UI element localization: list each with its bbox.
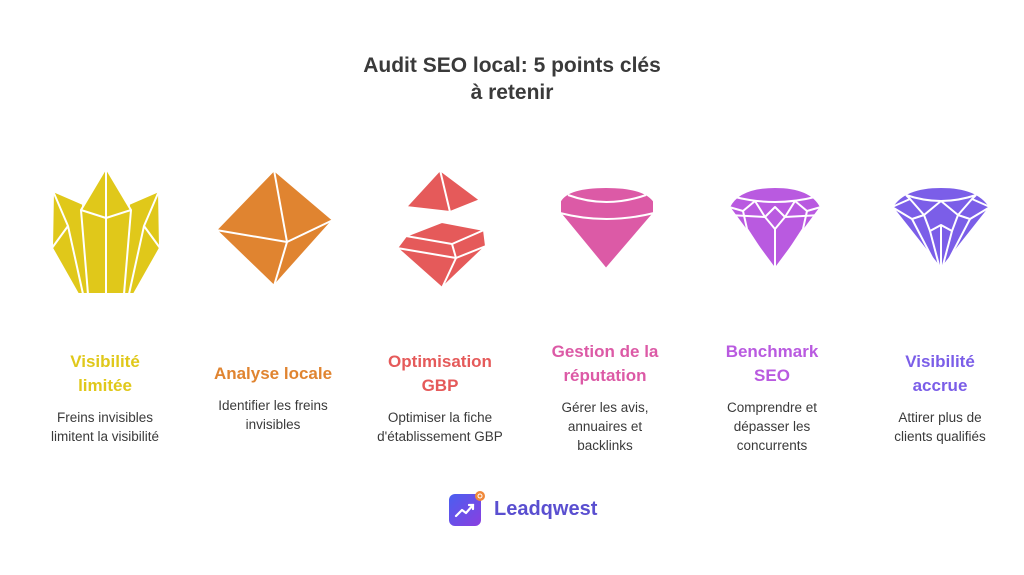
step-description: Optimiser la fiche d'établissement GBP xyxy=(377,408,503,446)
step-gestion-reputation: Gestion de la réputation Gérer les avis, a… xyxy=(525,335,685,460)
step-title-line: Optimisation xyxy=(388,351,492,371)
step-description: Freins invisibles limitent la visibilité xyxy=(51,408,159,446)
step-description: Gérer les avis, annuaires et backlinks xyxy=(561,398,648,455)
split-gem-icon xyxy=(396,169,487,289)
desc-line: dépasser les xyxy=(733,419,811,434)
page-title: Audit SEO local: 5 points clés à retenir xyxy=(0,52,1024,106)
title-line: Audit SEO local: 5 points clés xyxy=(363,54,661,77)
desc-line: Comprendre et xyxy=(726,400,818,415)
step-title: Gestion de la réputation xyxy=(552,340,659,388)
step-title-line: Gestion de la xyxy=(551,342,659,361)
crystal-cluster-icon xyxy=(51,167,161,295)
desc-line: concurrents xyxy=(736,438,808,453)
step-description: Identifier les freins invisibles xyxy=(218,396,328,434)
faceted-gem-icon xyxy=(728,186,822,270)
desc-line: backlinks xyxy=(577,438,633,453)
step-title: Analyse locale xyxy=(214,362,332,386)
step-title-line: Visibilité xyxy=(905,351,975,371)
step-title-line: limitée xyxy=(78,375,132,395)
brand-name: Leadqwest xyxy=(494,497,598,520)
step-title-line: accrue xyxy=(912,375,968,395)
brilliant-diamond-icon xyxy=(891,186,991,270)
desc-line: limitent la visibilité xyxy=(50,428,160,444)
step-description: Comprendre et dépasser les concurrents xyxy=(727,398,817,455)
desc-line: invisibles xyxy=(245,416,301,432)
desc-line: Attirer plus de xyxy=(898,409,982,425)
step-title: Visibilité accrue xyxy=(905,350,975,398)
step-title-line: Benchmark xyxy=(725,342,819,361)
desc-line: d'établissement GBP xyxy=(377,428,503,444)
step-visibilite-accrue: Visibilité accrue Attirer plus de clients … xyxy=(860,335,1020,460)
octahedron-icon xyxy=(215,169,334,287)
desc-line: Freins invisibles xyxy=(56,409,153,425)
desc-line: Optimiser la fiche xyxy=(387,409,493,425)
title-line: à retenir xyxy=(470,81,554,104)
step-title-line: Visibilité xyxy=(70,351,140,371)
desc-line: annuaires et xyxy=(567,419,643,434)
step-analyse-locale: Analyse locale Identifier les freins invi… xyxy=(193,335,353,460)
step-title-line: Analyse locale xyxy=(213,363,333,383)
step-description: Attirer plus de clients qualifiés xyxy=(894,408,986,446)
desc-line: Identifier les freins xyxy=(218,397,328,413)
brand-logo: Leadqwest xyxy=(448,490,597,528)
step-visibilite-limitee: Visibilité limitée Freins invisibles limit… xyxy=(25,335,185,460)
trending-up-icon xyxy=(449,491,485,526)
step-title-line: GBP xyxy=(421,375,459,395)
simple-gem-icon xyxy=(559,185,655,271)
step-title-line: SEO xyxy=(754,366,790,385)
step-title-line: réputation xyxy=(563,366,647,385)
desc-line: Gérer les avis, xyxy=(561,400,649,415)
desc-line: clients qualifiés xyxy=(894,428,986,444)
step-title: Visibilité limitée xyxy=(70,350,140,398)
